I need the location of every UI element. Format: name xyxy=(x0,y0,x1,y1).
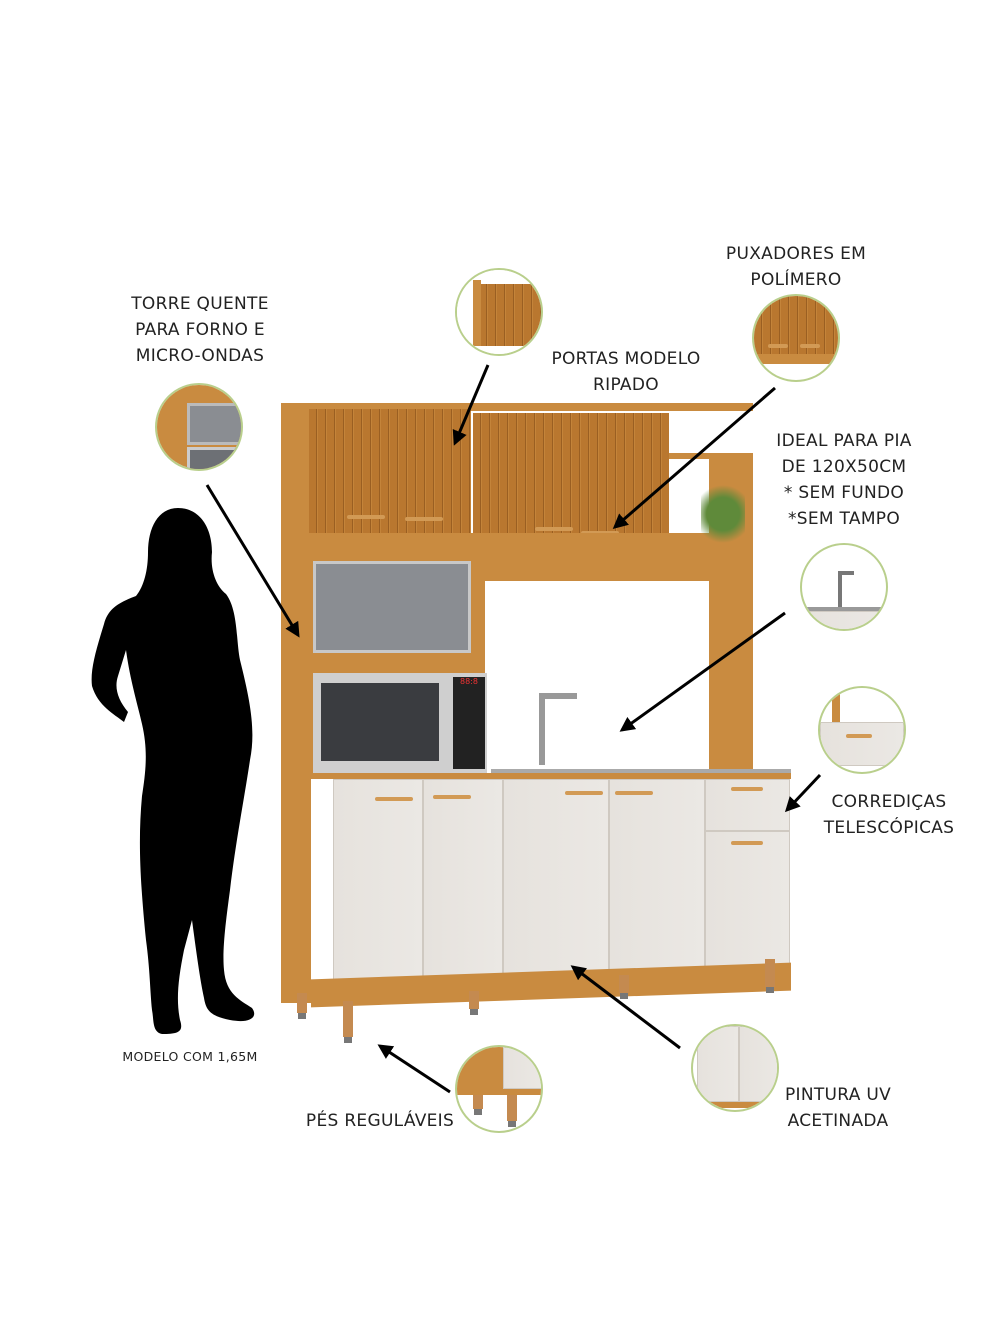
arrow xyxy=(452,364,490,446)
label-line: IDEAL PARA PIA xyxy=(776,431,912,451)
label-line: DE 120X50CM xyxy=(781,457,907,477)
label-line: RIPADO xyxy=(593,375,659,395)
detail-circle-ripado xyxy=(455,268,543,356)
label-line: PORTAS MODELO xyxy=(551,349,701,369)
label-torre-quente: TORRE QUENTE PARA FORNO E MICRO-ONDAS xyxy=(131,291,269,369)
woman-silhouette xyxy=(91,508,255,1034)
detail-circle-pintura xyxy=(691,1024,779,1112)
detail-circle-tower xyxy=(155,383,243,471)
base-door[interactable] xyxy=(705,831,790,973)
microwave: 88:8 xyxy=(313,673,487,773)
label-portas-ripado: PORTAS MODELO RIPADO xyxy=(551,346,700,398)
arrow xyxy=(205,484,300,638)
arrow xyxy=(570,965,681,1050)
label-line: TELESCÓPICAS xyxy=(823,818,955,838)
kitchen-cabinet: 88:8 xyxy=(281,403,791,1043)
base-door[interactable] xyxy=(609,779,705,975)
label-pes: PÉS REGULÁVEIS xyxy=(305,1111,455,1131)
label-corredicas: CORREDIÇAS TELESCÓPICAS xyxy=(824,789,955,841)
label-pintura: PINTURA UV ACETINADA xyxy=(785,1082,891,1134)
detail-circle-pes xyxy=(455,1045,543,1133)
label-line: ACETINADA xyxy=(787,1111,889,1131)
microwave-display: 88:8 xyxy=(453,677,485,769)
upper-door[interactable] xyxy=(309,409,471,533)
label-line: PARA FORNO E xyxy=(135,320,265,340)
detail-circle-corredicas xyxy=(818,686,906,774)
label-pia: IDEAL PARA PIA DE 120X50CM * SEM FUNDO *… xyxy=(776,428,911,532)
label-line: * SEM FUNDO xyxy=(783,483,905,503)
base-door[interactable] xyxy=(333,779,423,989)
detail-circle-puxadores xyxy=(752,294,840,382)
label-line: *SEM TAMPO xyxy=(787,509,901,529)
arrow xyxy=(377,1044,451,1094)
detail-circle-pia xyxy=(800,543,888,631)
plant xyxy=(701,479,745,549)
label-puxadores: PUXADORES EM POLÍMERO xyxy=(726,241,866,293)
label-modelo: MODELO COM 1,65M xyxy=(122,1049,258,1064)
label-line: CORREDIÇAS xyxy=(831,792,947,812)
label-line: PINTURA UV xyxy=(784,1085,892,1105)
label-line: POLÍMERO xyxy=(750,270,842,290)
arrow xyxy=(612,386,776,529)
oven xyxy=(313,561,471,653)
label-line: MICRO-ONDAS xyxy=(135,346,265,366)
arrow xyxy=(784,773,822,813)
label-line: PUXADORES EM xyxy=(725,244,867,264)
base-door[interactable] xyxy=(423,779,503,985)
faucet xyxy=(539,693,545,765)
base-door[interactable] xyxy=(503,779,609,981)
label-line: TORRE QUENTE xyxy=(131,294,269,314)
arrow xyxy=(619,611,786,732)
